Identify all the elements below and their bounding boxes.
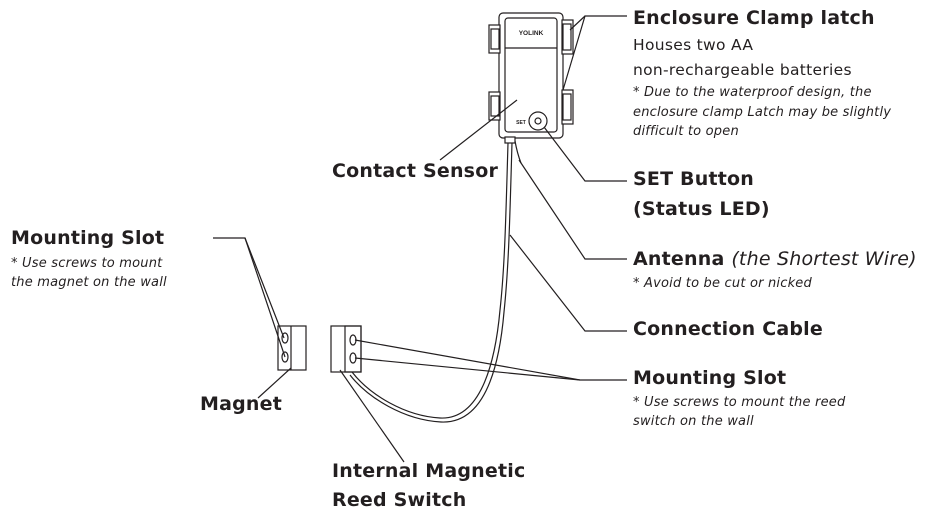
set-print-text: SET — [516, 120, 526, 126]
leader-magnet — [257, 367, 292, 399]
antenna-label: Antenna (the Shortest Wire) — [633, 248, 917, 270]
mounting-slot-left-note1: * Use screws to mount — [11, 256, 163, 271]
contact-sensor-enclosure — [488, 12, 574, 144]
enclosure-battery-line1: Houses two AA — [633, 36, 754, 54]
enclosure-note-line1: * Due to the waterproof design, the — [633, 85, 872, 100]
leader-contact-sensor — [439, 99, 518, 161]
leader-antenna — [518, 159, 627, 260]
reed-switch-label-line2: Reed Switch — [332, 489, 467, 511]
leader-mounting-slot-left — [213, 237, 286, 358]
leader-reed-switch — [339, 369, 405, 463]
magnet-label: Magnet — [200, 393, 283, 415]
leader-mounting-slot-right — [354, 339, 627, 381]
enclosure-note-line3: difficult to open — [633, 124, 739, 139]
mounting-slot-left-note2: the magnet on the wall — [11, 275, 167, 290]
mounting-slot-right-note2: switch on the wall — [633, 414, 754, 429]
reed-switch-body — [330, 325, 362, 373]
mounting-slot-right-note1: * Use screws to mount the reed — [633, 395, 846, 410]
contact-sensor-label: Contact Sensor — [332, 160, 499, 182]
leader-connection-cable — [509, 234, 627, 332]
status-led-label: (Status LED) — [633, 198, 770, 220]
set-button-graphic — [528, 111, 548, 131]
leader-set-button — [543, 126, 627, 182]
enclosure-note-line2: enclosure clamp Latch may be slightly — [633, 105, 892, 120]
set-button-label: SET Button — [633, 168, 754, 190]
connection-cable-label: Connection Cable — [633, 318, 823, 340]
connection-cable-line-b — [349, 142, 513, 423]
mounting-slot-left-title: Mounting Slot — [11, 227, 165, 249]
brand-logo-text: YOLINK — [519, 30, 544, 37]
antenna-title: Antenna — [633, 248, 725, 270]
connection-cable-line-a — [351, 142, 509, 419]
antenna-title-extra: (the Shortest Wire) — [731, 248, 917, 270]
reed-switch-label-line1: Internal Magnetic — [332, 460, 526, 482]
antenna-wire — [514, 140, 522, 164]
antenna-note: * Avoid to be cut or nicked — [633, 276, 812, 291]
enclosure-battery-line2: non-rechargeable batteries — [633, 61, 852, 79]
mounting-slot-right-title: Mounting Slot — [633, 367, 787, 389]
leader-enclosure — [562, 15, 627, 91]
enclosure-clamp-latch-title: Enclosure Clamp latch — [633, 7, 875, 29]
